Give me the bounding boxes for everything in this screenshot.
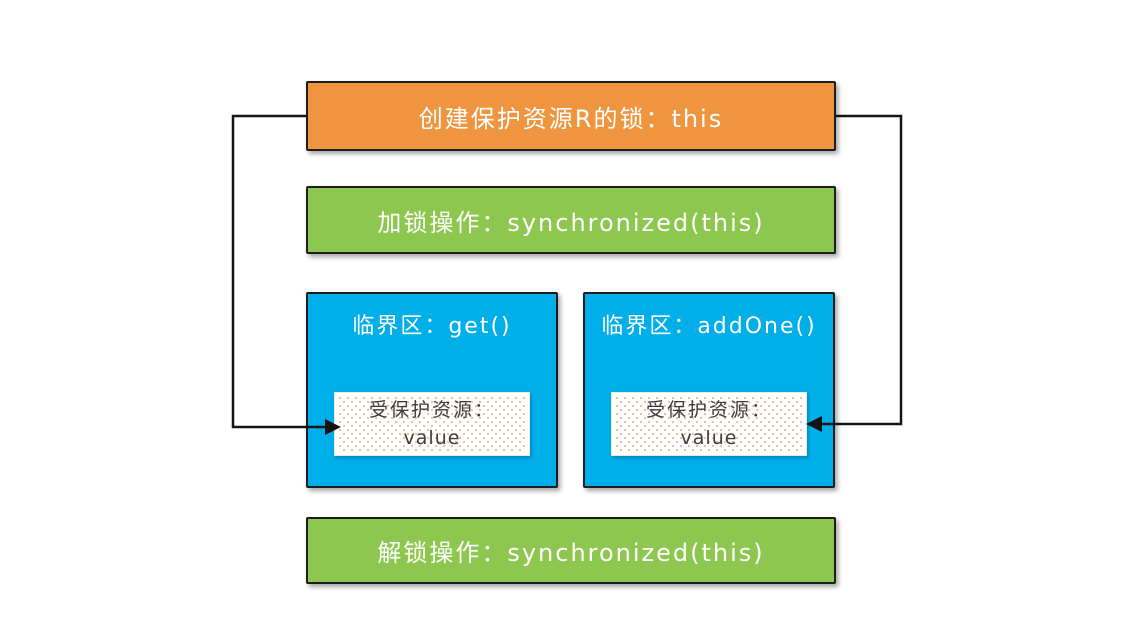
unlock-operation-box: 解锁操作：synchronized(this) — [306, 517, 836, 584]
protected-resource-value: value — [680, 427, 738, 449]
protected-resource-title: 受保护资源： — [645, 398, 772, 421]
unlock-operation-label: 解锁操作：synchronized(this) — [377, 539, 765, 567]
create-lock-box: 创建保护资源R的锁：this — [306, 81, 836, 151]
protected-resource-value: value — [403, 427, 461, 449]
critical-section-get-label: 临界区：get() — [352, 314, 512, 339]
lock-operation-box: 加锁操作：synchronized(this) — [306, 186, 836, 254]
protected-resource-box-right: 受保护资源： value — [611, 392, 807, 456]
lock-operation-label: 加锁操作：synchronized(this) — [377, 208, 765, 237]
create-lock-label: 创建保护资源R的锁：this — [418, 104, 724, 133]
protected-resource-box-left: 受保护资源： value — [334, 392, 530, 456]
critical-section-addone-label: 临界区：addOne() — [601, 314, 817, 339]
protected-resource-title: 受保护资源： — [368, 398, 495, 421]
critical-section-addone-box: 临界区：addOne() 受保护资源： value — [583, 292, 835, 488]
critical-section-get-box: 临界区：get() 受保护资源： value — [306, 292, 558, 488]
